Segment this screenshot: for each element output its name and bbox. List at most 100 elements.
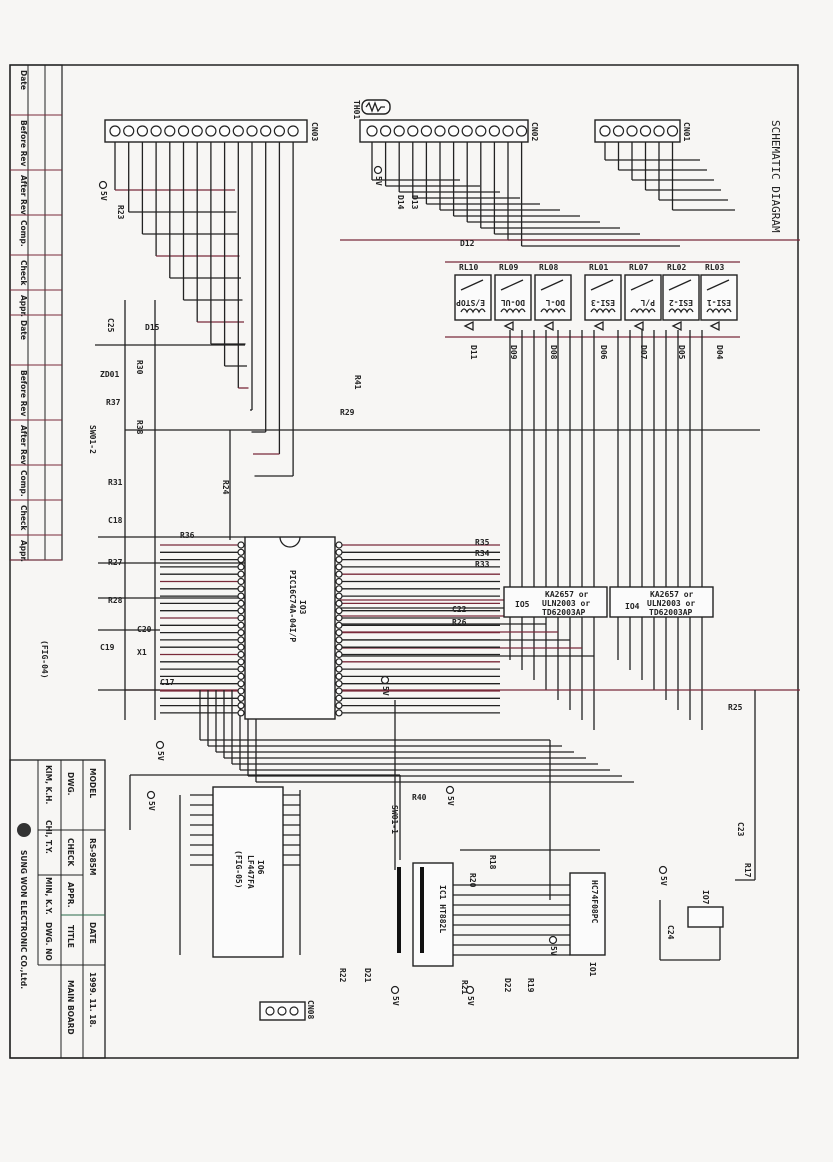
terminal-pin [488, 125, 500, 137]
relay-diode-label: D04 [715, 345, 724, 360]
label-r37: R37 [106, 398, 121, 407]
terminal-pin [232, 125, 244, 137]
power-5v-label: 5V [466, 996, 475, 1006]
ic-io5: IO5 KA2657 or ULN2003 or TD62003AP [503, 586, 608, 618]
relay-diode-label: D11 [469, 345, 478, 360]
label-c25: C25 [106, 318, 115, 333]
terminal-pin [205, 125, 217, 137]
relay-id: RL07 [629, 263, 648, 272]
label-r18: R18 [488, 855, 497, 870]
io6-ref: IO6 [256, 860, 265, 875]
model-value: RS-985M [88, 838, 97, 875]
power-5v-label: 5V [156, 751, 165, 761]
terminal-pin [109, 125, 121, 137]
io6-part: LF447FA [246, 855, 255, 889]
label-c19: C19 [100, 643, 115, 652]
approved-by: MIN, K.Y. [44, 877, 53, 915]
terminal-pin [164, 125, 176, 137]
power-5v-terminal [373, 165, 383, 175]
ic1-ref: IC1 HT882L [438, 885, 447, 933]
revision-header: Check [19, 260, 28, 286]
terminal-pin [150, 125, 162, 137]
label-d15: D15 [145, 323, 160, 332]
sheet-title: SCHEMATIC DIAGRAM [769, 120, 782, 233]
company-name: SUNG WON ELECTRONIC CO.,Ltd. [19, 850, 28, 989]
terminal-pin [666, 125, 679, 137]
label-c24: C24 [666, 925, 675, 940]
label-c18: C18 [108, 516, 123, 525]
relay-function: DO-UL [501, 298, 525, 307]
label-c23: C23 [736, 822, 745, 837]
label-r30: R30 [135, 360, 144, 375]
label-r21: R21 [460, 980, 469, 995]
relay-diode-label: D08 [549, 345, 558, 360]
connector-cn02: CN02 [359, 119, 539, 143]
revision-header: Appr. [19, 295, 28, 317]
cn03-label: CN03 [310, 122, 319, 141]
io3-part: PIC16C74A-04I/P [288, 570, 297, 642]
power-5v-terminal [390, 985, 400, 995]
connector-cn03: CN03 [104, 119, 319, 143]
power-5v-label: 5V [381, 686, 390, 696]
relay-id: RL09 [499, 263, 518, 272]
relay-diode-label: D07 [639, 345, 648, 360]
terminal-pin [599, 125, 611, 137]
terminal-pin [420, 125, 432, 137]
terminal-pin [219, 125, 231, 137]
label-r35: R35 [475, 538, 490, 547]
ic-ic1: IC1 HT882L [397, 862, 454, 967]
figure-ref: (FIG-04) [40, 640, 49, 679]
label-d14: D14 [396, 195, 405, 210]
terminal-pin [407, 125, 419, 137]
terminal-pin [434, 125, 446, 137]
io3-ref: IO3 [298, 600, 307, 615]
dwg-label: DWG. [66, 772, 75, 796]
th01-label: TH01 [352, 100, 361, 119]
io6-fig: (FIG-05) [234, 850, 243, 889]
terminal-pin [123, 125, 135, 137]
date-value: 1999. 11. 18. [88, 972, 97, 1028]
label-sw01-2: SW01-2 [88, 425, 97, 454]
revision-header: Date [19, 70, 28, 90]
label-d12: D12 [460, 239, 475, 248]
ic-io4: IO4 KA2657 or ULN2003 or TD62003AP [609, 586, 714, 618]
label-r17: R17 [743, 863, 752, 878]
revision-header: Date [19, 320, 28, 340]
title-label: TITLE [66, 925, 75, 948]
relay-function: E/STOP [456, 298, 485, 307]
power-5v-terminal [98, 180, 108, 190]
power-5v-label: 5V [374, 176, 383, 186]
relay-diode-label: D06 [599, 345, 608, 360]
model-label: MODEL [88, 768, 97, 798]
ic-io6: IO6 LF447FA (FIG-05) [212, 786, 284, 958]
checked-by: CHI, T.Y. [44, 820, 53, 854]
io4-part3: TD62003AP [649, 608, 693, 617]
terminal-pin [380, 125, 392, 137]
io4-ref: IO4 [625, 602, 640, 611]
power-5v-label: 5V [99, 191, 108, 201]
check-label: CHECK [66, 838, 75, 867]
io7-ref: IO7 [701, 890, 710, 905]
terminal-pin [626, 125, 638, 137]
ic-io1: HC74F08PC IO1 [569, 872, 606, 977]
relay-function: ESI-2 [669, 298, 693, 307]
revision-header: After Rev [19, 425, 28, 465]
relay-id: RL10 [459, 263, 478, 272]
cn02-label: CN02 [530, 122, 539, 141]
terminal-pin [393, 125, 405, 137]
label-r22: R22 [338, 968, 347, 983]
label-r34: R34 [475, 549, 490, 558]
label-r24: R24 [221, 480, 230, 495]
revision-header: Comp. [19, 220, 28, 247]
title-value: MAIN BOARD [66, 980, 75, 1035]
io1-part: HC74F08PC [590, 880, 599, 924]
relay-function: P/L [640, 298, 655, 307]
drawing-frame [9, 64, 799, 1059]
ic-io3: IO3 PIC16C74A-04I/P [237, 536, 343, 720]
terminal-pin [246, 125, 258, 137]
power-5v-terminal [548, 935, 558, 945]
io5-part1: KA2657 or [545, 590, 589, 599]
terminal-pin [653, 125, 665, 137]
terminal-pin [287, 125, 299, 137]
